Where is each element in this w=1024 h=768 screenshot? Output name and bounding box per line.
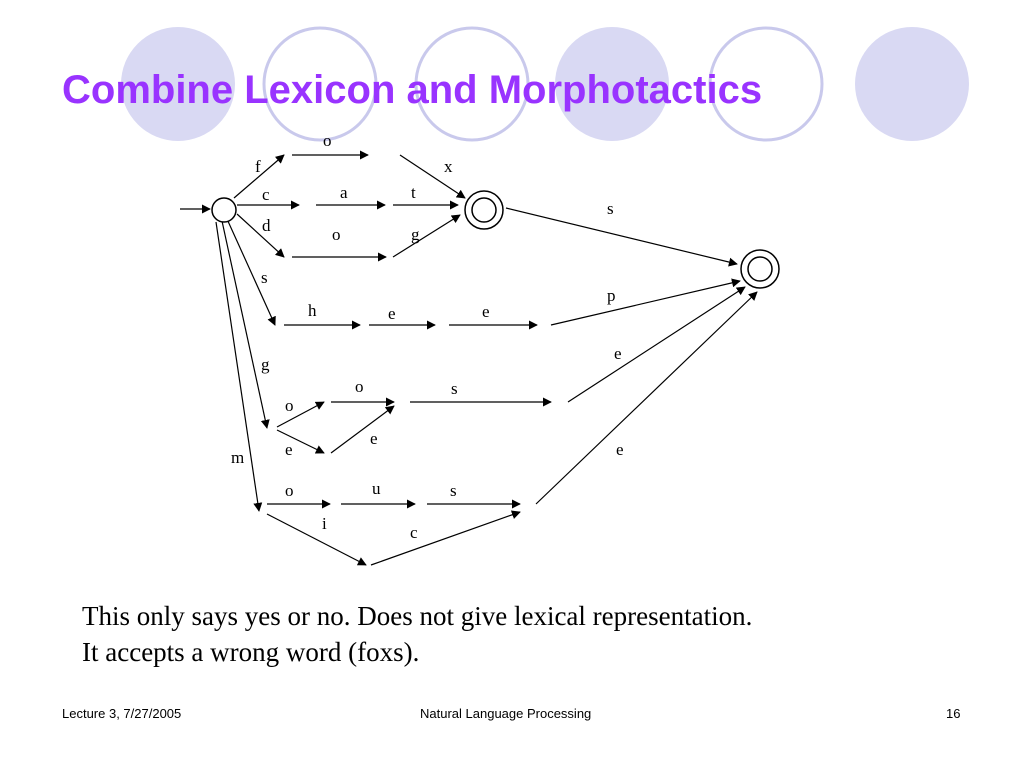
decor-circle xyxy=(262,26,378,142)
transition-arrow xyxy=(276,401,325,428)
decor-circle xyxy=(555,27,669,141)
transition-arrow xyxy=(233,154,285,199)
transition-label: e xyxy=(482,302,490,321)
transition-arrow xyxy=(221,220,270,429)
transition-arrow xyxy=(236,213,285,258)
transition-label: a xyxy=(340,183,348,202)
transition-arrow xyxy=(392,214,461,258)
transition-arrow xyxy=(226,218,276,326)
transition-arrow xyxy=(550,278,741,326)
transition-label: o xyxy=(285,481,294,500)
start-state xyxy=(211,197,237,223)
decor-circle xyxy=(121,27,235,141)
transition-label: g xyxy=(411,225,420,244)
transition-label: e xyxy=(285,440,293,459)
transition-label: o xyxy=(323,131,332,150)
transition-label: o xyxy=(285,396,294,415)
transition-label: g xyxy=(261,355,270,374)
footer-lecture-date: Lecture 3, 7/27/2005 xyxy=(62,706,182,721)
transition-label: s xyxy=(261,268,268,287)
transition-arrow xyxy=(505,207,738,267)
transition-label: e xyxy=(370,429,378,448)
transition-arrow xyxy=(535,291,758,505)
transition-label: d xyxy=(262,216,271,235)
decor-circle xyxy=(414,26,530,142)
decor-circle xyxy=(855,27,969,141)
footer-slide-number: 16 xyxy=(946,706,961,721)
transition-label: o xyxy=(332,225,341,244)
transition-label: u xyxy=(372,479,381,498)
transition-arrow xyxy=(330,405,395,454)
transition-arrow xyxy=(215,221,263,512)
transition-label: s xyxy=(451,379,458,398)
transition-label: o xyxy=(355,377,364,396)
transition-label: e xyxy=(388,304,396,323)
final-state-inner xyxy=(747,256,773,282)
transition-arrow xyxy=(567,286,746,403)
accept-state-inner xyxy=(471,197,497,223)
decor-circle xyxy=(708,26,824,142)
transition-label: e xyxy=(616,440,624,459)
transition-label: x xyxy=(444,157,453,176)
transition-label: s xyxy=(450,481,457,500)
transition-label: i xyxy=(322,514,327,533)
slide-title: Combine Lexicon and Morphotactics xyxy=(62,68,763,112)
transition-arrow xyxy=(276,429,325,454)
transition-label: m xyxy=(231,448,244,467)
body-line: It accepts a wrong word (foxs). xyxy=(82,637,420,667)
transition-label: s xyxy=(607,199,614,218)
transition-label: p xyxy=(607,286,616,305)
slide-body: This only says yes or no. Does not give … xyxy=(82,598,752,670)
transition-label: f xyxy=(255,157,261,176)
transition-arrow xyxy=(370,510,521,566)
transition-label: h xyxy=(308,301,317,320)
transition-label: e xyxy=(614,344,622,363)
transition-label: c xyxy=(262,185,270,204)
transition-arrow xyxy=(266,513,367,566)
transition-label: t xyxy=(411,183,416,202)
footer-course-title: Natural Language Processing xyxy=(420,706,592,721)
transition-label: c xyxy=(410,523,418,542)
transition-arrow xyxy=(399,154,466,199)
body-line: This only says yes or no. Does not give … xyxy=(82,601,753,631)
